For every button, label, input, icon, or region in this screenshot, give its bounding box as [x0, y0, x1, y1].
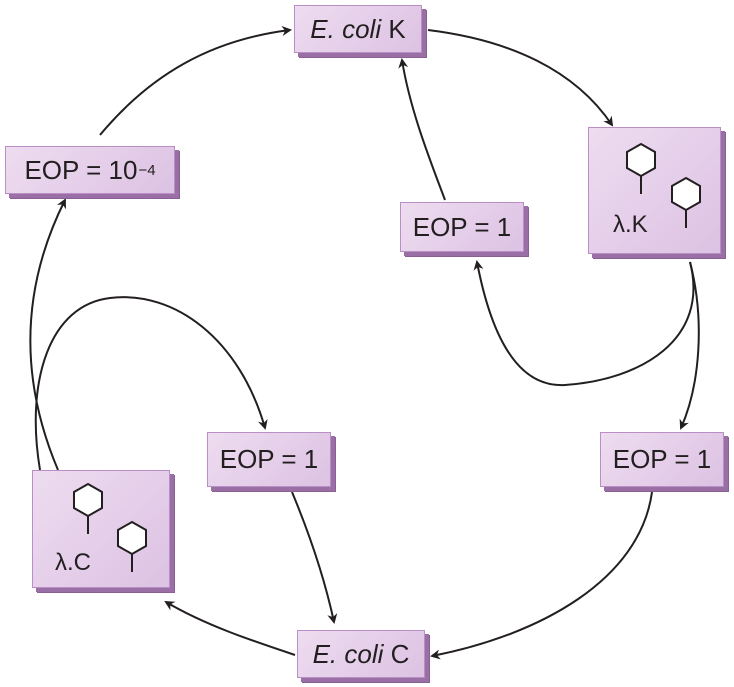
arrow-eop-right-to-ecoli-c	[430, 491, 653, 660]
eop-inner-top-box: EOP = 1	[400, 202, 524, 252]
arrow-ecoli-c-to-phage-c	[164, 600, 296, 656]
eop-left-exponent: −4	[138, 161, 156, 179]
eop-right-box: EOP = 1	[600, 432, 724, 487]
ecoli-c-strain: C	[390, 638, 410, 669]
ecoli-c-box: E. coli C	[297, 630, 425, 678]
arrow-eop-inner-top-to-ecoli-k	[398, 58, 446, 201]
arrow-eop-inner-left-to-ecoli-c	[291, 491, 338, 624]
ecoli-k-strain: K	[388, 13, 406, 44]
arrow-phage-c-to-eop-left	[29, 198, 66, 471]
eop-right-label: EOP = 1	[612, 444, 712, 474]
phage-k-box: λ.K	[588, 127, 721, 254]
eop-inner-left-label: EOP = 1	[219, 444, 319, 474]
arrow-phage-k-to-eop-right	[679, 261, 700, 430]
arrow-phage-k-to-eop-inner-top	[473, 260, 695, 387]
arrow-phage-c-to-eop-inner-left	[34, 296, 268, 471]
ecoli-k-box: E. coli K	[294, 5, 422, 53]
eop-left-label: EOP = 10	[24, 154, 138, 185]
phage-c-box: λ.C	[32, 470, 170, 588]
arrow-ecoli-k-to-phage-k	[427, 29, 614, 127]
eop-left-box: EOP = 10−4	[5, 146, 175, 194]
phage-c-label: λ.C	[55, 549, 91, 576]
eop-inner-left-box: EOP = 1	[207, 432, 331, 487]
phage-k-label: λ.K	[613, 211, 648, 238]
eop-inner-top-label: EOP = 1	[412, 211, 512, 242]
ecoli-k-species: E. coli	[310, 13, 382, 44]
arrow-eop-left-to-ecoli-k	[99, 26, 292, 136]
ecoli-c-species: E. coli	[312, 638, 384, 669]
